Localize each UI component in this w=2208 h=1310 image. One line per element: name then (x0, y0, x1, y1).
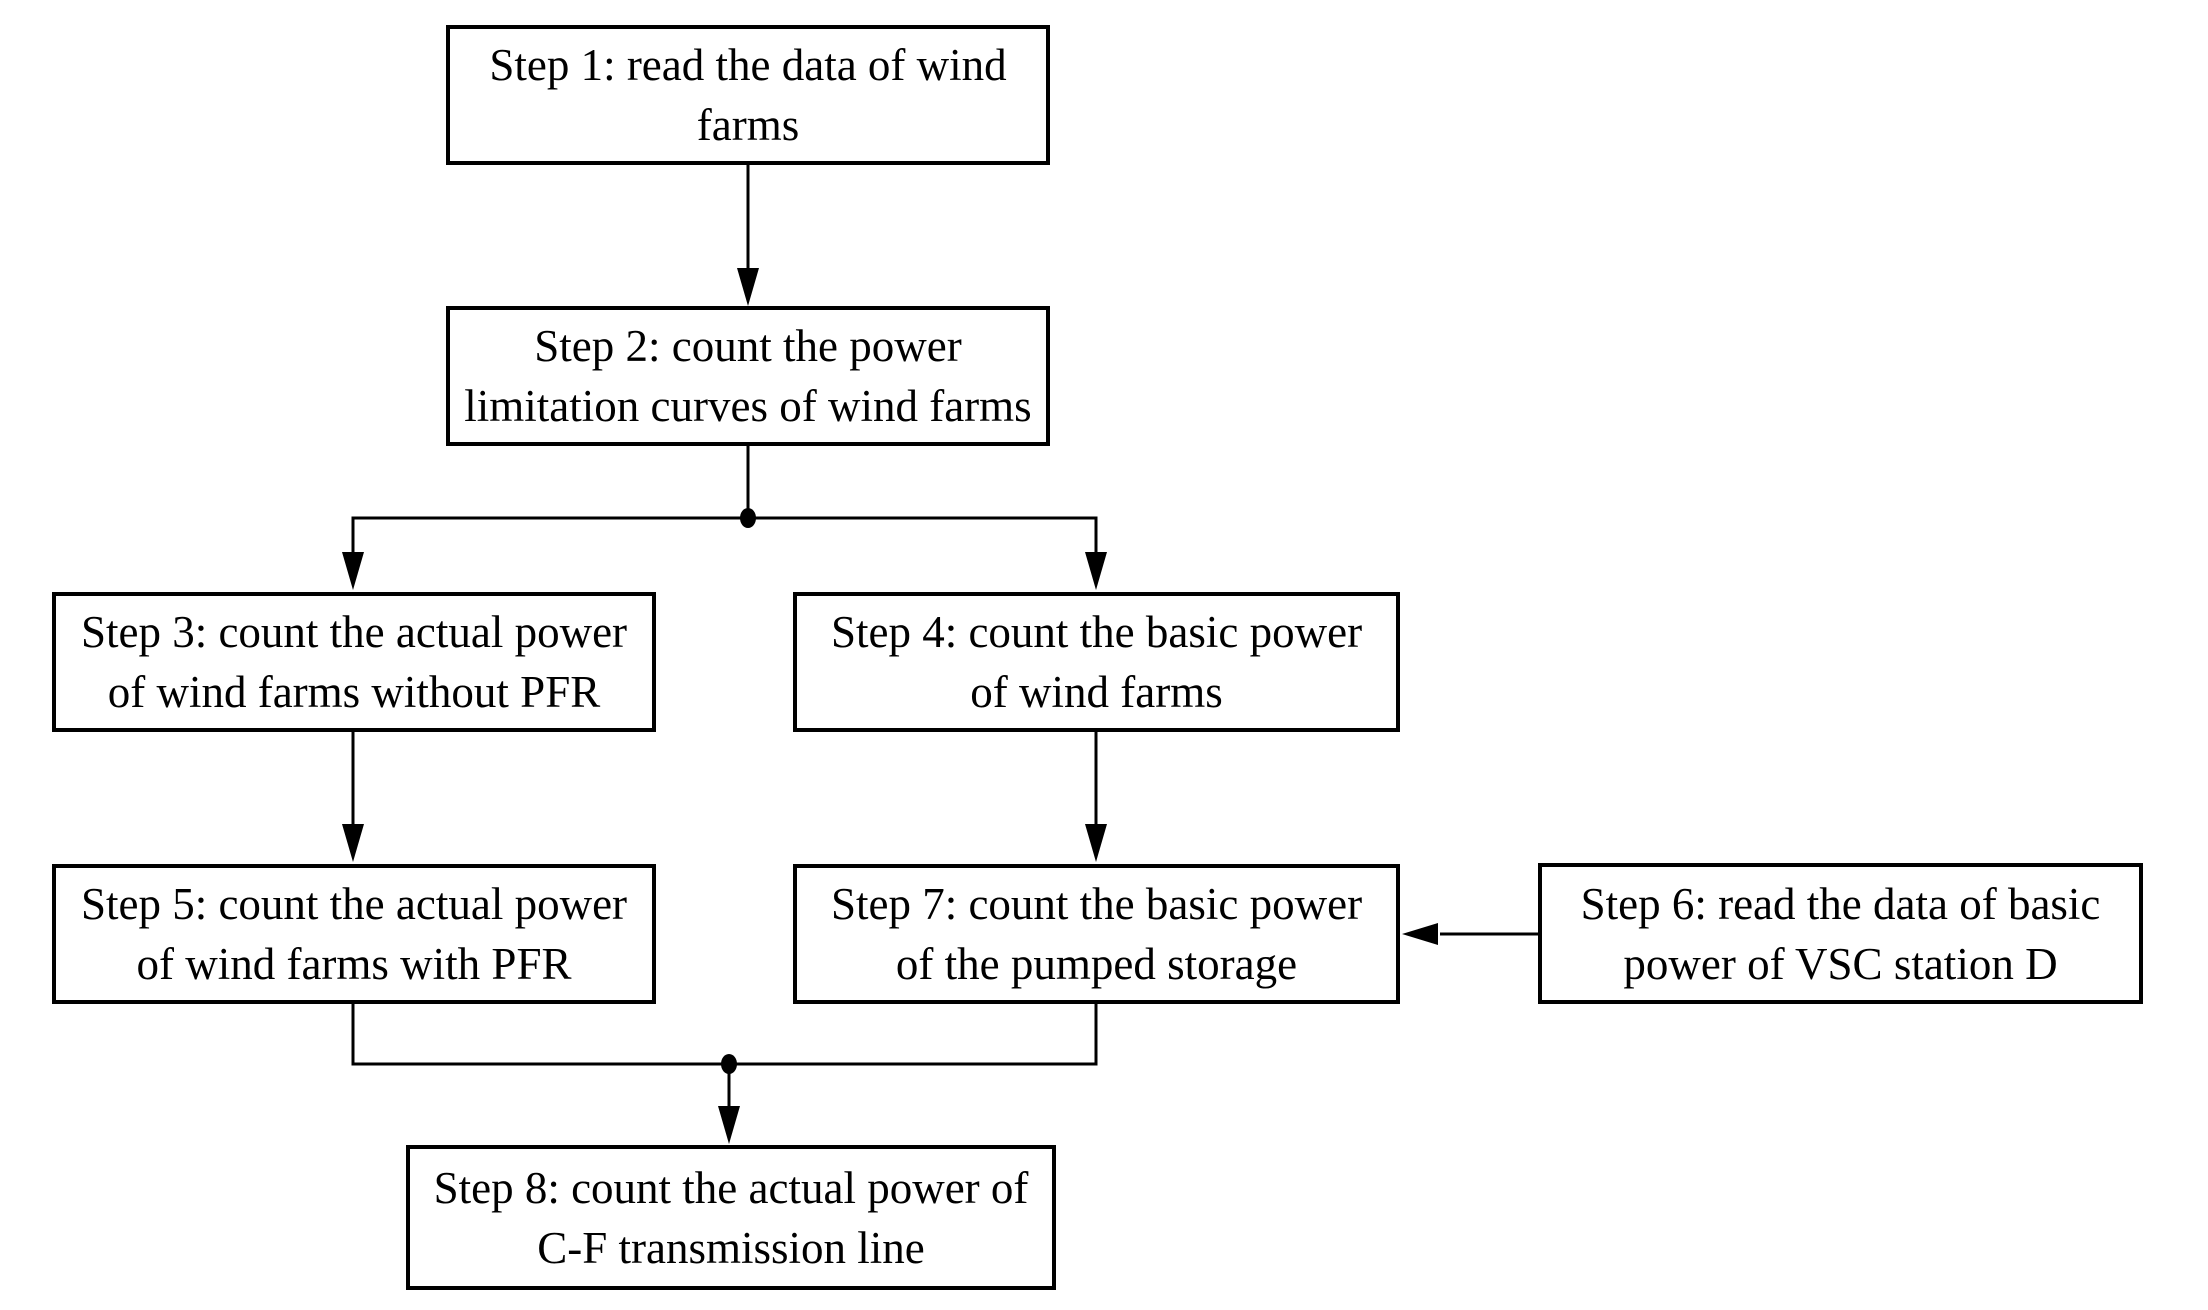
step4-label-line2: of wind farms (970, 667, 1223, 717)
step8-label-line1: Step 8: count the actual power of (433, 1162, 1029, 1213)
arrow-step4-to-step7 (1085, 732, 1107, 862)
step2-label-line2: limitation curves of wind farms (464, 381, 1032, 431)
flowchart-box-step8: Step 8: count the actual power of C-F tr… (406, 1145, 1056, 1290)
step5-label-line1: Step 5: count the actual power (80, 879, 628, 929)
merge-line-step8 (351, 1004, 1098, 1144)
flowchart-box-step6: Step 6: read the data of basic power of … (1538, 863, 2143, 1004)
step6-label-line2: power of VSC station D (1623, 938, 2058, 989)
step3-label-line1: Step 3: count the actual power (80, 607, 628, 657)
step4-label-line1: Step 4: count the basic power (830, 607, 1363, 657)
flowchart-box-step5: Step 5: count the actual power of wind f… (52, 864, 656, 1004)
flowchart-box-step2: Step 2: count the power limitation curve… (446, 306, 1050, 446)
step7-label-line2: of the pumped storage (895, 939, 1298, 989)
step8-label-line2: C-F transmission line (537, 1222, 925, 1273)
arrow-step1-to-step2 (737, 165, 759, 306)
step3-label-line2: of wind farms without PFR (107, 667, 601, 717)
junction-dot-bottom (721, 1054, 737, 1074)
step6-label-line1: Step 6: read the data of basic (1580, 878, 2101, 929)
flowchart-box-step3: Step 3: count the actual power of wind f… (52, 592, 656, 732)
flowchart-box-step4: Step 4: count the basic power of wind fa… (793, 592, 1400, 732)
arrow-step3-to-step5 (342, 732, 364, 862)
arrow-step6-to-step7 (1402, 923, 1538, 945)
step5-label-line2: of wind farms with PFR (136, 939, 572, 989)
step1-label-line1: Step 1: read the data of wind (489, 40, 1007, 90)
branch-line-step2 (342, 446, 1107, 590)
flowchart-box-step1: Step 1: read the data of wind farms (446, 25, 1050, 165)
step7-label-line1: Step 7: count the basic power (830, 879, 1363, 929)
flowchart-box-step7: Step 7: count the basic power of the pum… (793, 864, 1400, 1004)
step2-label-line1: Step 2: count the power (534, 321, 962, 371)
junction-dot-top (740, 508, 756, 528)
step1-label-line2: farms (696, 100, 800, 150)
